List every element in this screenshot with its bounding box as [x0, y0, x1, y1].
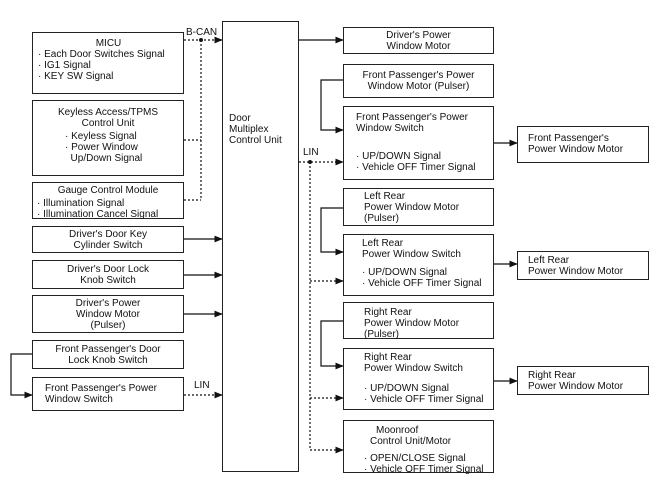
- box-line: Left Rear: [362, 238, 404, 249]
- lock-knob-box: Driver's Door Lock Knob Switch: [32, 260, 184, 289]
- box-line: Power Window Motor: [528, 144, 624, 155]
- keyless-box: Keyless Access/TPMS Control Unit · Keyle…: [32, 100, 184, 176]
- lr-pulser-box: Left Rear Power Window Motor (Pulser): [343, 188, 494, 226]
- keyless-line: Up/Down Signal: [65, 153, 143, 164]
- bcan-junction-dot: [199, 38, 203, 42]
- box-line: Front Passenger's Power: [356, 112, 468, 123]
- box-line: · UP/DOWN Signal: [364, 383, 450, 394]
- box-line: (Pulser): [364, 329, 400, 340]
- fp-lock-link: [10, 353, 33, 399]
- micu-title: MICU: [95, 38, 122, 49]
- keyless-subtitle: Control Unit: [81, 118, 135, 129]
- gauge-line: · Illumination Signal: [37, 198, 125, 209]
- fp-switch-left-box: Front Passenger's Power Window Switch: [32, 377, 184, 411]
- gauge-box: Gauge Control Module · Illumination Sign…: [32, 182, 184, 220]
- box-line: Window Switch: [356, 123, 424, 134]
- lr-motor-out-box: Left Rear Power Window Motor: [517, 251, 649, 280]
- driver-motor-box: Driver's Power Window Motor: [343, 27, 494, 54]
- box-line: Right Rear: [528, 370, 576, 381]
- box-line: Power Window Switch: [364, 363, 463, 374]
- box-line: Power Window Motor: [364, 318, 460, 329]
- box-line: Control Unit/Motor: [370, 436, 452, 447]
- box-line: Right Rear: [364, 307, 412, 318]
- lin-left-label: LIN: [194, 380, 210, 391]
- door-multiplex-control-unit: Door Multiplex Control Unit: [222, 21, 299, 472]
- box-line: Power Window Motor: [364, 202, 460, 213]
- micu-line: · IG1 Signal: [38, 60, 91, 71]
- rr-motor-out-box: Right Rear Power Window Motor: [517, 366, 649, 395]
- center-line: Multiplex: [229, 124, 269, 135]
- box-line: Cylinder Switch: [73, 240, 143, 251]
- keyless-line: · Keyless Signal: [65, 131, 137, 142]
- micu-line: · KEY SW Signal: [38, 71, 114, 82]
- fp-pulser-box: Front Passenger's Power Window Motor (Pu…: [343, 64, 494, 98]
- keyless-line: · Power Window: [65, 142, 138, 153]
- box-line: Left Rear: [528, 255, 570, 266]
- rr-pulser-link: [320, 320, 344, 370]
- key-cylinder-box: Driver's Door Key Cylinder Switch: [32, 226, 184, 253]
- box-line: Window Motor: [76, 309, 140, 320]
- micu-line: · Each Door Switches Signal: [38, 49, 165, 60]
- moonroof-box: Moonroof Control Unit/Motor · OPEN/CLOSE…: [343, 420, 494, 475]
- box-line: Power Window Motor: [528, 266, 624, 277]
- box-line: Power Window Motor: [528, 381, 624, 392]
- box-line: · Vehicle OFF Timer Signal: [364, 394, 484, 405]
- box-line: Driver's Door Lock: [67, 264, 149, 275]
- fp-switch-box: Front Passenger's Power Window Switch · …: [343, 106, 494, 180]
- box-line: Window Motor (Pulser): [367, 81, 470, 92]
- gauge-title: Gauge Control Module: [57, 185, 159, 196]
- box-line: · UP/DOWN Signal: [356, 151, 442, 162]
- box-line: · Vehicle OFF Timer Signal: [364, 464, 484, 475]
- micu-box: MICU · Each Door Switches Signal · IG1 S…: [32, 32, 184, 94]
- box-line: Lock Knob Switch: [68, 355, 148, 366]
- box-line: · Vehicle OFF Timer Signal: [362, 278, 482, 289]
- box-line: (Pulser): [90, 320, 126, 331]
- box-line: · OPEN/CLOSE Signal: [364, 453, 466, 464]
- fp-motor-out-box: Front Passenger's Power Window Motor: [517, 126, 649, 163]
- center-line: Door: [229, 113, 251, 124]
- box-line: Driver's Power: [75, 298, 141, 309]
- lr-switch-box: Left Rear Power Window Switch · UP/DOWN …: [343, 234, 494, 296]
- gauge-line: · Illumination Cancel Signal: [37, 209, 159, 220]
- fp-lock-box: Front Passenger's Door Lock Knob Switch: [32, 340, 184, 369]
- driver-pulser-box: Driver's Power Window Motor (Pulser): [32, 295, 184, 333]
- bcan-label: B-CAN: [186, 27, 218, 38]
- box-line: Window Switch: [45, 394, 113, 405]
- box-line: (Pulser): [364, 213, 400, 224]
- keyless-title: Keyless Access/TPMS: [57, 107, 159, 118]
- box-line: Window Motor: [386, 41, 451, 52]
- box-line: Driver's Power: [386, 30, 451, 41]
- fp-pulser-link: [320, 79, 344, 134]
- box-line: Front Passenger's Power: [45, 383, 157, 394]
- rr-pulser-box: Right Rear Power Window Motor (Pulser): [343, 302, 494, 340]
- box-line: Driver's Door Key: [68, 229, 148, 240]
- box-line: · UP/DOWN Signal: [362, 267, 448, 278]
- box-line: · Vehicle OFF Timer Signal: [356, 162, 476, 173]
- box-line: Left Rear: [364, 191, 406, 202]
- lin-label: LIN: [303, 147, 319, 158]
- box-line: Right Rear: [364, 352, 412, 363]
- rr-switch-box: Right Rear Power Window Switch · UP/DOWN…: [343, 348, 494, 410]
- lr-pulser-link: [320, 207, 344, 256]
- lin-junction-dot: [308, 160, 312, 164]
- box-line: Power Window Switch: [362, 249, 461, 260]
- box-line: Knob Switch: [80, 275, 136, 286]
- box-line: Front Passenger's Door: [55, 344, 161, 355]
- box-line: Front Passenger's: [528, 133, 609, 144]
- box-line: Moonroof: [376, 425, 419, 436]
- center-line: Control Unit: [229, 135, 282, 146]
- box-line: Front Passenger's Power: [362, 70, 475, 81]
